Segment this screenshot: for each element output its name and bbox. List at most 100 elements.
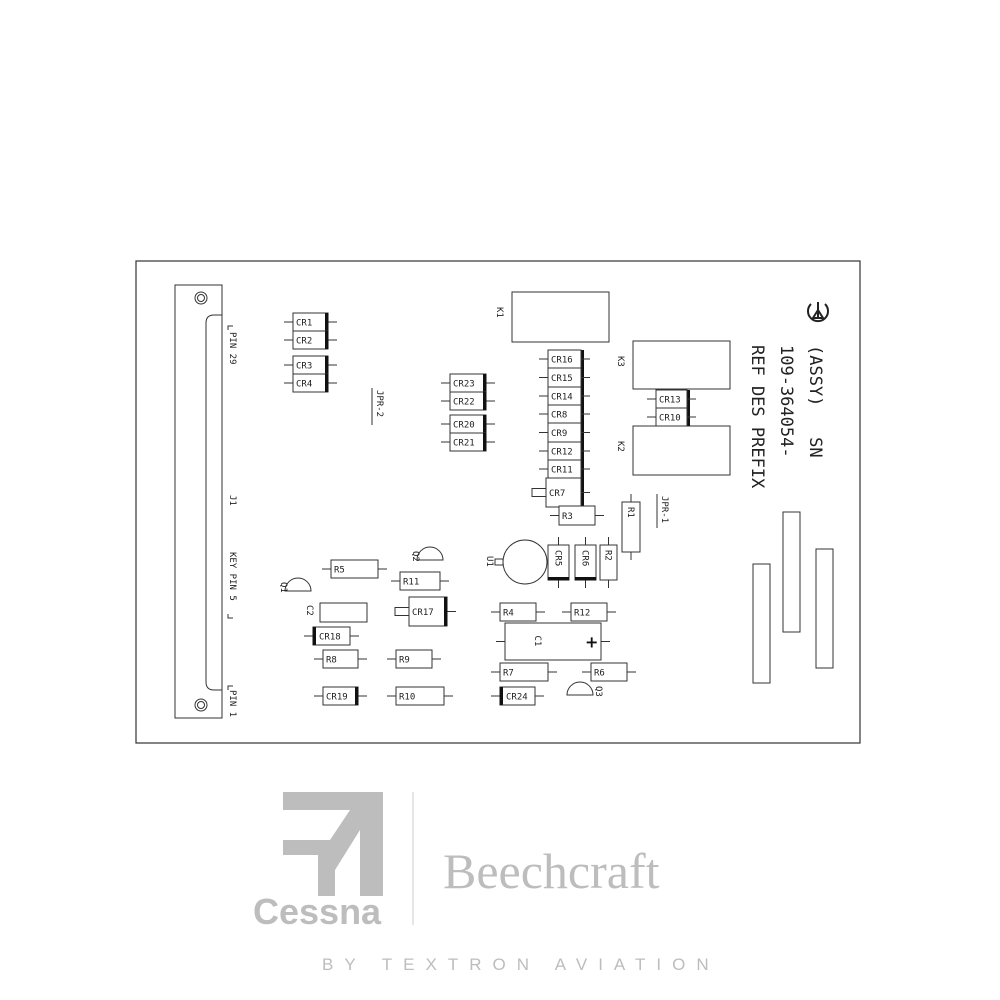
component-q2: Q2 (410, 546, 444, 562)
component-r4: R4 (491, 602, 545, 622)
component-cr20: CR20 (441, 414, 495, 434)
component-label: C2 (304, 605, 314, 616)
component-r6: R6 (582, 662, 636, 682)
component-label: R4 (503, 609, 514, 619)
component-label: CR12 (551, 448, 573, 458)
component-body (545, 477, 582, 508)
component-label: CR17 (412, 608, 434, 618)
lead-stub (531, 488, 547, 497)
component-label: R9 (399, 656, 410, 666)
component-body (395, 686, 445, 706)
component-label: CR19 (326, 693, 348, 703)
component-label: R12 (574, 609, 590, 619)
component-body (599, 544, 618, 581)
component-q3: Q3 (566, 681, 603, 697)
transistor-body (566, 681, 594, 696)
component-body (408, 596, 448, 627)
component-cr24: CR24 (491, 686, 544, 706)
component-cr10: CR10 (647, 407, 696, 427)
component-label: CR20 (453, 421, 475, 431)
component-label: C1 (532, 636, 542, 647)
component-r10: R10 (387, 686, 453, 706)
ic-body (502, 539, 548, 585)
component-c1: C1+ (496, 622, 610, 661)
component-r1: R1 (621, 494, 641, 560)
cathode-band (325, 313, 329, 331)
component-u1: U1 (484, 539, 548, 585)
ic-tab (494, 558, 504, 566)
component-cr5: CR5 (547, 537, 570, 588)
transistor-body (416, 546, 444, 561)
component-label: Q1 (278, 582, 288, 593)
component-cr12: CR12 (539, 441, 590, 461)
component-cr9: CR9 (539, 422, 590, 443)
component-cr3: CR3 (284, 355, 337, 375)
component-label: CR15 (551, 374, 573, 384)
key-pin-label: KEY PIN 5 (227, 552, 237, 601)
component-body (621, 501, 641, 553)
cessna-logo: Cessna (253, 792, 383, 932)
component-r3: R3 (550, 505, 604, 526)
component-label: CR16 (551, 356, 573, 366)
component-cr2: CR2 (284, 330, 337, 350)
lead-stub (394, 607, 410, 616)
pin-29-label: PIN 29 (227, 332, 237, 365)
component-label: CR9 (551, 429, 567, 439)
cathode-band (325, 374, 329, 392)
cathode-band (483, 374, 487, 392)
component-label: CR18 (319, 633, 341, 643)
component-label: CR10 (659, 414, 681, 424)
component-label: CR14 (551, 393, 573, 403)
watermark-tagline: BY TEXTRON AVIATION (322, 955, 720, 974)
component-r7: R7 (491, 662, 557, 682)
component-label: CR11 (551, 466, 573, 476)
component-cr22: CR22 (441, 391, 495, 411)
relay-k3 (632, 340, 731, 390)
cathode-band (575, 577, 596, 581)
component-r8: R8 (314, 649, 367, 669)
component-label: Q2 (410, 551, 420, 562)
component-cr14: CR14 (539, 386, 590, 406)
component-label: R6 (594, 669, 605, 679)
pin-1-label: PIN 1 (227, 690, 237, 717)
component-label: U1 (484, 556, 494, 567)
component-label: CR21 (453, 439, 475, 449)
component-label: CR22 (453, 398, 475, 408)
component-label: R3 (562, 512, 573, 522)
component-cr6: CR6 (574, 537, 597, 588)
component-label: CR8 (551, 411, 567, 421)
component-label: CR23 (453, 380, 475, 390)
diode-bus-bar (686, 390, 690, 426)
cathode-band (312, 627, 316, 645)
component-body (655, 407, 688, 427)
transistor-body (284, 577, 312, 592)
component-label: R1 (625, 507, 635, 518)
component-body (499, 602, 537, 622)
esd-warning-icon (807, 302, 829, 323)
component-label: CR24 (506, 693, 528, 703)
diode-bus-bar (580, 350, 584, 507)
assy-sn-label: (ASSY) SN (805, 345, 825, 458)
cathode-band (483, 433, 487, 451)
component-cr13: CR13 (647, 389, 696, 409)
watermark: Cessna Beechcraft BY TEXTRON AVIATION (253, 792, 720, 974)
ref-des-prefix-label: REF DES PREFIX (747, 345, 767, 489)
component-cr17: CR17 (394, 596, 456, 627)
k3-label: K3 (615, 356, 625, 367)
assy-field-box (815, 548, 834, 669)
component-label: R10 (399, 693, 415, 703)
component-body (399, 571, 441, 591)
component-cr18: CR18 (304, 626, 359, 646)
component-label: CR4 (296, 380, 312, 390)
jpr-1-label: JPR-1 (659, 496, 669, 523)
cathode-band (355, 687, 359, 705)
component-body (499, 662, 549, 682)
component-body (570, 602, 608, 622)
component-label: CR6 (580, 550, 590, 566)
component-body (330, 559, 379, 579)
component-c2: C2 (304, 602, 368, 623)
relay-k2 (632, 425, 731, 476)
component-body (558, 505, 596, 526)
component-q1: Q1 (278, 577, 312, 593)
